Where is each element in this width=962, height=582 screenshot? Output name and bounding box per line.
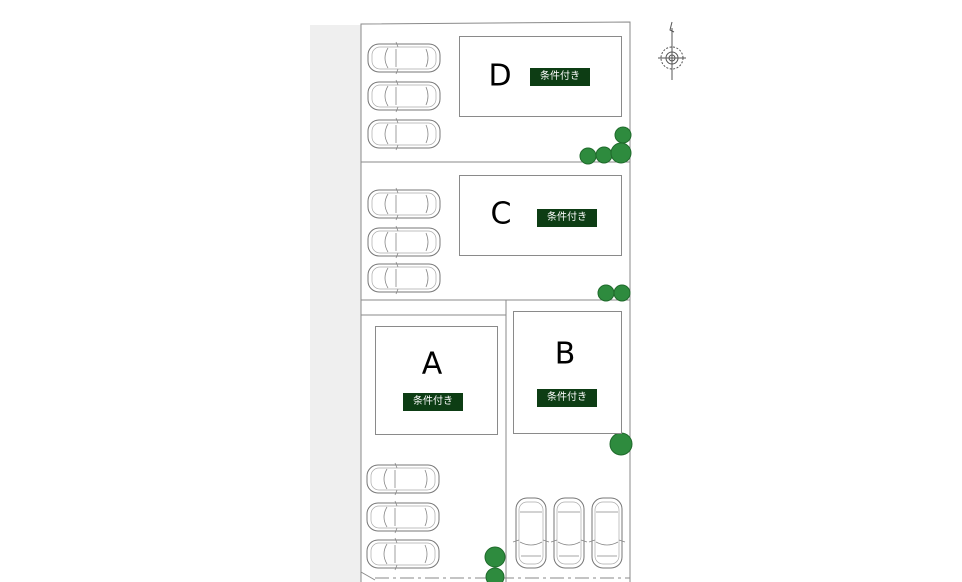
lot-label-b: B: [554, 336, 576, 372]
tree-icon: [610, 142, 632, 164]
tree-icon: [595, 146, 613, 164]
car-icon: [366, 462, 440, 496]
tree-icon: [579, 147, 597, 165]
house-b[interactable]: [513, 311, 622, 434]
trees: [484, 126, 633, 582]
car-icon: [588, 497, 626, 569]
tree-icon: [597, 284, 615, 302]
tree-icon: [614, 126, 632, 144]
tree-icon: [485, 567, 505, 582]
lot-label-d: D: [488, 58, 512, 94]
lot-label-c: C: [490, 196, 512, 232]
car-icon: [367, 261, 441, 295]
car-icon: [367, 79, 441, 113]
car-icon: [367, 187, 441, 221]
road: [310, 25, 361, 582]
car-icon: [512, 497, 550, 569]
status-badge-a: 条件付き: [403, 393, 463, 411]
compass-icon: [658, 21, 686, 80]
tree-icon: [609, 432, 633, 456]
car-icon: [550, 497, 588, 569]
parking-cars: [366, 41, 626, 571]
status-badge-c: 条件付き: [537, 209, 597, 227]
tree-icon: [613, 284, 631, 302]
tree-icon: [484, 546, 506, 568]
house-a[interactable]: [375, 326, 498, 435]
car-icon: [366, 537, 440, 571]
status-badge-b: 条件付き: [537, 389, 597, 407]
lot-label-a: A: [421, 346, 443, 382]
car-icon: [366, 500, 440, 534]
car-icon: [367, 117, 441, 151]
car-icon: [367, 225, 441, 259]
status-badge-d: 条件付き: [530, 68, 590, 86]
car-icon: [367, 41, 441, 75]
